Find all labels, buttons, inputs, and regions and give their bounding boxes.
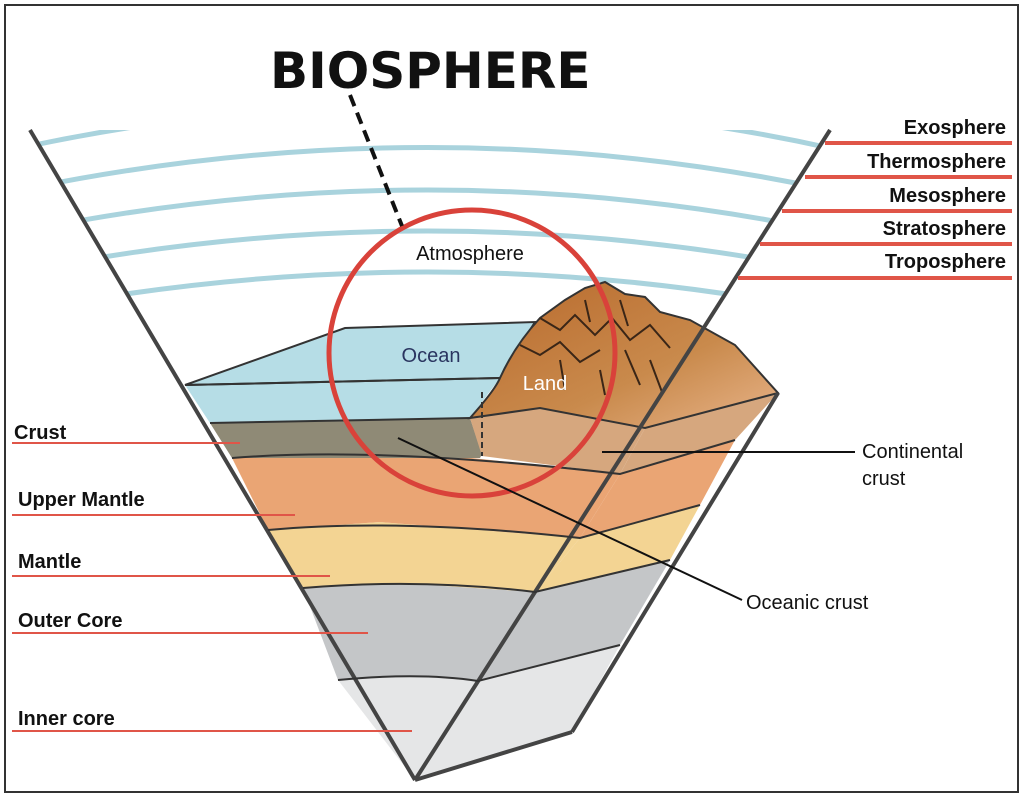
earth-layers-side [415, 393, 778, 780]
oceanic-crust-layer [210, 418, 482, 458]
side-mantle [535, 505, 700, 592]
atmosphere-arc [30, 187, 830, 235]
earth-layer-label: Crust [14, 422, 67, 444]
mantle-layer [268, 522, 580, 592]
atmosphere-arc [30, 228, 830, 275]
earth-layer-label: Outer Core [18, 610, 122, 632]
atmosphere-layer-label: Exosphere [904, 117, 1006, 139]
side-upper-mantle [580, 440, 735, 538]
outer-core-layer [303, 583, 535, 681]
earth-layer-label: Mantle [18, 551, 81, 573]
continental-crust-label-line2: crust [862, 468, 906, 490]
earth-layer-labels: Crust Upper Mantle Mantle Outer Core Inn… [14, 422, 145, 730]
biosphere-pointer [348, 94, 404, 227]
ocean-region-label: Ocean [402, 345, 461, 367]
atmosphere-region-label: Atmosphere [416, 243, 524, 265]
upper-mantle-layer [232, 448, 620, 538]
atmosphere-layer-label: Thermosphere [867, 151, 1006, 173]
earth-label-lines [12, 442, 412, 732]
continental-crust-label-line1: Continental [862, 441, 963, 463]
oceanic-crust-pointer [397, 437, 743, 601]
atmosphere-label-lines [738, 141, 1012, 280]
earth-layer-label: Inner core [18, 708, 115, 730]
oceanic-crust-label: Oceanic crust [746, 592, 869, 614]
diagram-frame [4, 4, 1019, 793]
side-crust [620, 393, 778, 474]
biosphere-circle [326, 207, 618, 499]
atmosphere-arcs [30, 130, 830, 315]
atmosphere-layer-label: Mesosphere [889, 185, 1006, 207]
ocean-surface [184, 320, 537, 386]
earth-layer-label: Upper Mantle [18, 489, 145, 511]
side-inner-core [415, 645, 620, 780]
atmosphere-layer-label: Troposphere [885, 251, 1006, 273]
atmosphere-arc [30, 145, 830, 193]
side-outer-core [478, 560, 670, 681]
ocean-layer [185, 378, 500, 423]
diagram-title: BIOSPHERE [270, 42, 591, 100]
atmosphere-layer-label: Stratosphere [883, 218, 1006, 240]
atmosphere-arc [30, 269, 830, 315]
inner-core-layer [338, 676, 478, 780]
atmosphere-layer-labels: Exosphere Thermosphere Mesosphere Strato… [867, 117, 1006, 273]
earth-layers-front [185, 378, 645, 780]
land-mountain [467, 280, 780, 430]
atmosphere-arc [30, 130, 830, 151]
layer-boundaries [184, 377, 736, 683]
continental-crust-layer [470, 408, 645, 474]
wedge-outline [28, 128, 832, 782]
land-region-label: Land [523, 373, 568, 395]
